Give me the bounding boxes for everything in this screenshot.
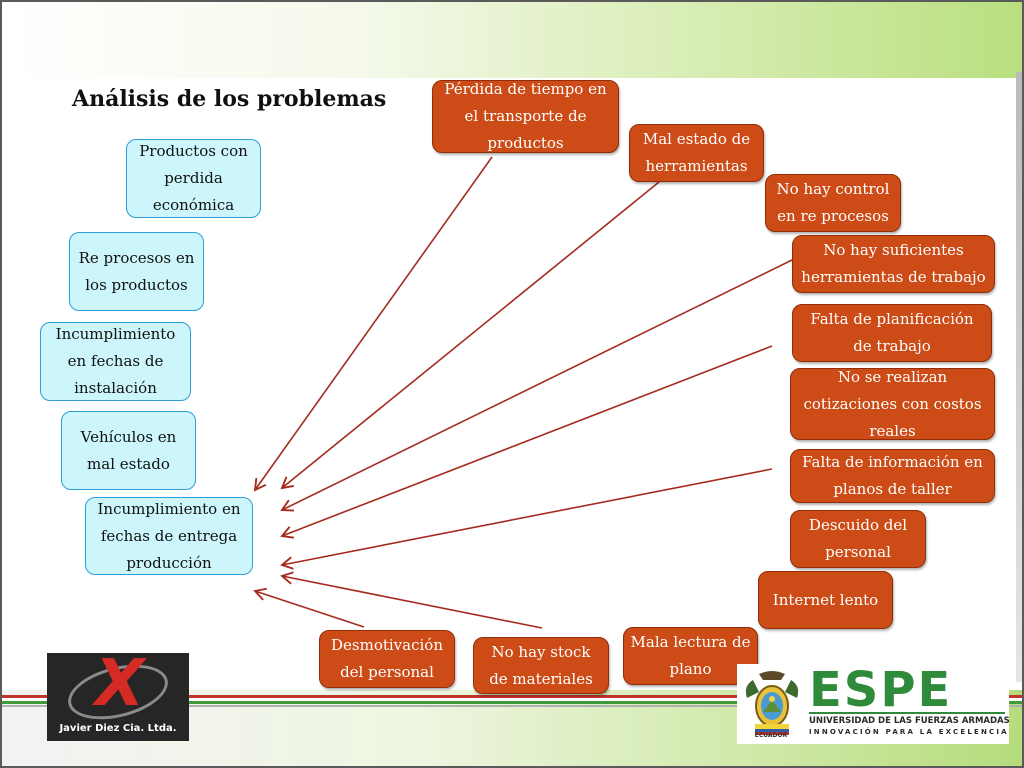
cause-box: No hay control en re procesos	[765, 174, 901, 232]
cause-box: Mala lectura de plano	[623, 627, 758, 685]
footer-stripe-white	[2, 698, 1022, 701]
slide-edge	[1016, 72, 1022, 682]
x-logo-icon: X	[95, 653, 145, 721]
ecuador-coat-of-arms-icon	[745, 671, 799, 735]
cause-box: Falta de información en planos de taller	[790, 449, 995, 503]
cause-box: No se realizan cotizaciones con costos r…	[790, 368, 995, 440]
cause-box: Internet lento	[758, 571, 893, 629]
arrow-stock	[280, 571, 543, 629]
footer-stripe-green	[2, 701, 1022, 704]
cause-box: Descuido del personal	[790, 510, 926, 568]
cause-box: Mal estado de herramientas	[629, 124, 764, 182]
slide-title: Análisis de los problemas	[72, 86, 387, 112]
consequence-box: Re procesos en los productos	[69, 232, 204, 311]
consequence-box: Productos con perdida económica	[126, 139, 261, 218]
espe-rule	[809, 712, 1005, 714]
arrow-informacion	[280, 468, 773, 570]
arrow-planificacion	[280, 345, 773, 539]
emblem-label: ECUADOR	[754, 732, 788, 739]
cause-box: No hay suficientes herramientas de traba…	[792, 235, 995, 293]
espe-wordmark: ESPE	[809, 662, 953, 718]
arrow-desmotivacion	[253, 587, 365, 628]
effect-box: Incumplimiento en fechas de entrega prod…	[85, 497, 253, 575]
arrow-suficientes	[280, 259, 793, 512]
company-logo: X Javier Diez Cia. Ltda.	[47, 653, 189, 741]
cause-box: Pérdida de tiempo en el transporte de pr…	[432, 80, 619, 153]
cause-box: Falta de planificación de trabajo	[792, 304, 992, 362]
espe-logo: ECUADOR ESPE UNIVERSIDAD DE LAS FUERZAS …	[737, 662, 1010, 744]
arrow-transporte	[253, 156, 493, 492]
footer-stripe-grey	[2, 705, 1022, 707]
header-band	[2, 2, 1022, 78]
espe-university-name: UNIVERSIDAD DE LAS FUERZAS ARMADAS	[809, 716, 1010, 726]
footer-stripe-red	[2, 695, 1022, 698]
company-caption: Javier Diez Cia. Ltda.	[59, 723, 177, 734]
consequence-box: Vehículos en mal estado	[61, 411, 196, 490]
cause-box: No hay stock de materiales	[473, 637, 609, 694]
consequence-box: Incumplimiento en fechas de instalación	[40, 322, 191, 401]
cause-box: Desmotivación del personal	[319, 630, 455, 688]
espe-motto: INNOVACIÓN PARA LA EXCELENCIA	[809, 728, 1009, 736]
arrow-herramientas	[280, 181, 660, 490]
